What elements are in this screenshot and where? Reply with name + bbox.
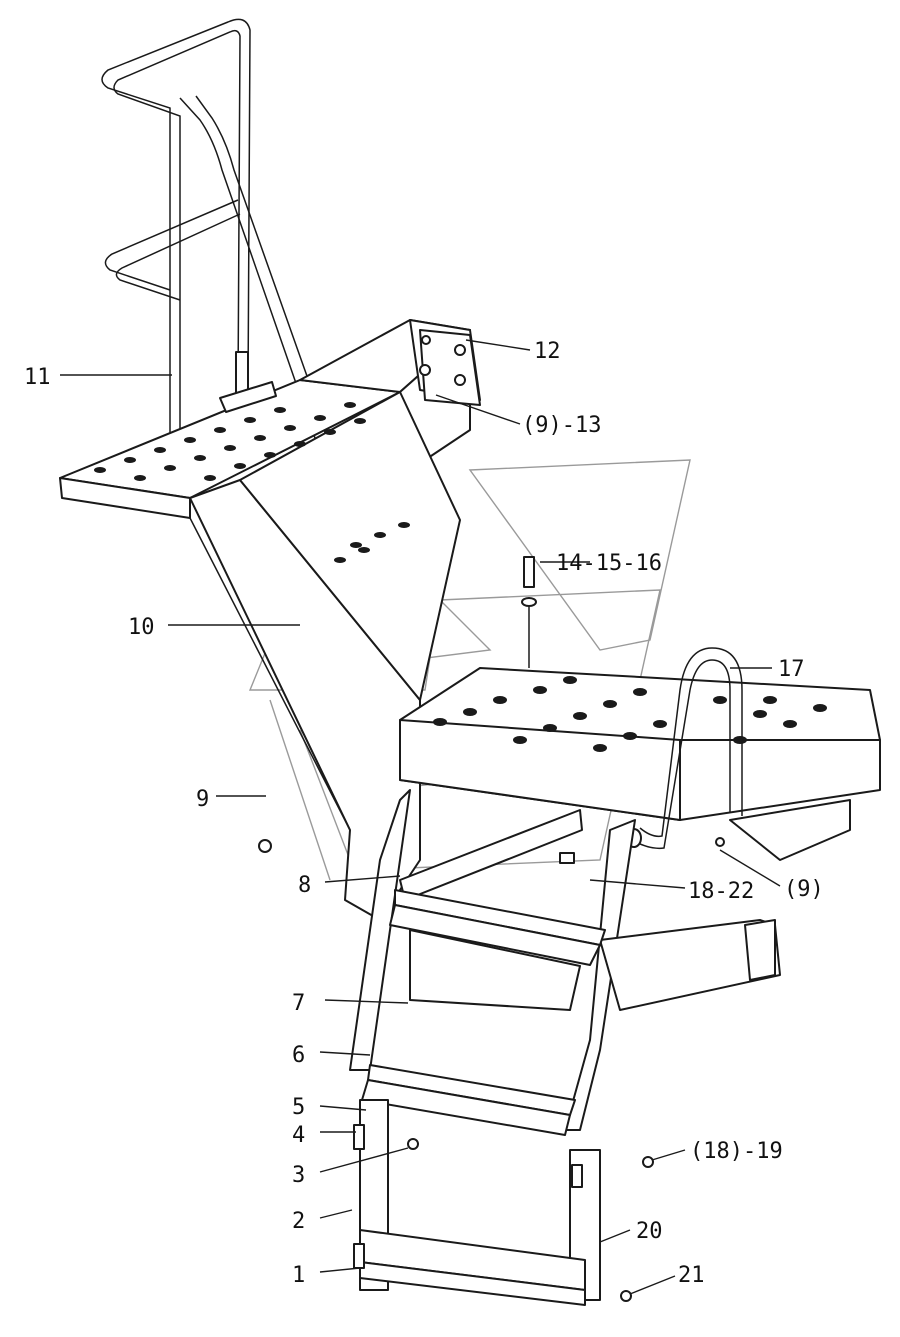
callout-17: 17 [778, 657, 805, 682]
lower-platform-holes [433, 676, 827, 752]
lower-platform [399, 556, 881, 861]
callout-7: 7 [292, 991, 305, 1016]
callout-14-15-16: 14-15-16 [556, 551, 662, 576]
callout-20: 20 [636, 1219, 663, 1244]
callout-6: 6 [292, 1043, 305, 1068]
callout-5: 5 [292, 1095, 305, 1120]
callout-12: 12 [534, 339, 561, 364]
callout-2: 2 [292, 1209, 305, 1234]
ladder [258, 789, 781, 1306]
callout-11: 11 [24, 365, 51, 390]
callout-9-13: (9)-13 [522, 413, 601, 438]
callout-10: 10 [128, 615, 155, 640]
callout-21: 21 [678, 1263, 705, 1288]
callout-9: 9 [196, 787, 209, 812]
callout-18-19: (18)-19 [690, 1139, 783, 1164]
callout-8: 8 [298, 873, 311, 898]
leader-lines [60, 339, 781, 1295]
callout-1: 1 [292, 1263, 305, 1288]
callout-3: 3 [292, 1163, 305, 1188]
callout-9-paren: (9) [784, 877, 824, 902]
callout-18-22: 18-22 [688, 879, 754, 904]
upper-platform [59, 319, 481, 921]
callout-labels: 11 12 (9)-13 14-15-16 10 17 9 (9) 18-22 … [24, 339, 824, 1288]
callout-4: 4 [292, 1123, 305, 1148]
upper-platform-holes [94, 402, 410, 563]
